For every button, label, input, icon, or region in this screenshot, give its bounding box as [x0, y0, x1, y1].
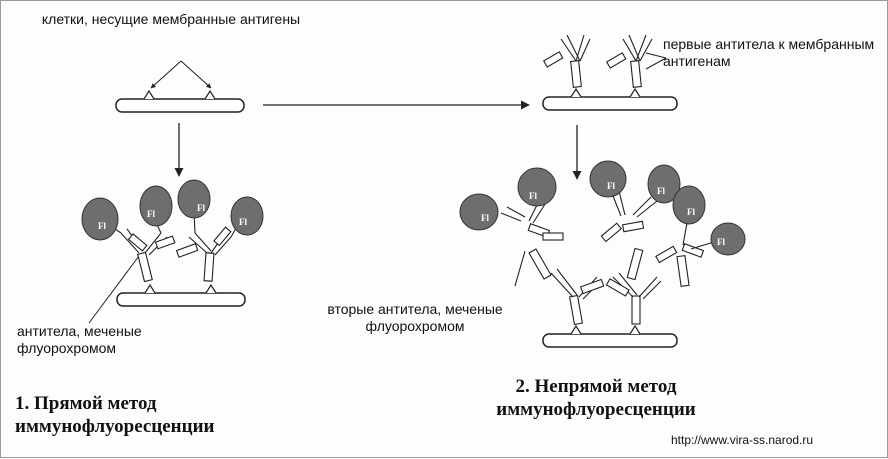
membrane-bottom-left [116, 292, 246, 307]
fluor-oval [177, 179, 211, 219]
second-antibodies-indirect [500, 190, 718, 326]
fluor-oval [459, 193, 499, 231]
membrane-bottom-right [542, 333, 678, 348]
fluor-oval [589, 160, 627, 198]
fluorochromes [81, 160, 746, 256]
title-indirect-method: 2. Непрямой метод иммунофлуоресценции [496, 376, 696, 420]
fluor-oval [672, 185, 706, 225]
svg-text:Fl: Fl [717, 237, 725, 247]
svg-text:Fl: Fl [147, 209, 155, 219]
svg-text:Fl: Fl [687, 207, 695, 217]
fluor-oval [230, 196, 264, 236]
label-cells-antigens: клетки, несущие мембранные антигены [41, 11, 301, 27]
fluor-oval [81, 197, 119, 241]
source-url: http://www.vira-ss.narod.ru [671, 433, 814, 447]
svg-text:Fl: Fl [607, 181, 615, 191]
label-labeled-antibodies: антитела, меченые флуорохромом [17, 323, 142, 356]
labeled-antibodies-direct [105, 210, 240, 283]
antigens [143, 87, 641, 335]
svg-text:Fl: Fl [197, 203, 205, 213]
membrane-top-left [115, 98, 245, 113]
svg-text:Fl: Fl [657, 186, 665, 196]
fluor-oval [139, 185, 173, 227]
membrane-top-right [542, 96, 678, 111]
fluor-oval [647, 164, 681, 204]
first-antibodies-top [542, 34, 653, 88]
label-second-antibodies: вторые антитела, меченые флуорохромом [327, 301, 503, 334]
svg-text:Fl: Fl [529, 191, 537, 201]
fluor-oval [710, 222, 746, 256]
svg-text:Fl: Fl [481, 213, 489, 223]
fluor-labels: Fl Fl Fl Fl Fl Fl Fl Fl Fl Fl [98, 181, 725, 247]
label-first-antibodies: первые антитела к мембранным антигенам [663, 36, 875, 69]
svg-text:Fl: Fl [239, 217, 247, 227]
fluor-oval [517, 167, 557, 207]
svg-text:Fl: Fl [98, 221, 106, 231]
label-pointers [88, 52, 667, 324]
title-direct-method: 1. Прямой метод иммунофлуоресценции [15, 393, 215, 437]
